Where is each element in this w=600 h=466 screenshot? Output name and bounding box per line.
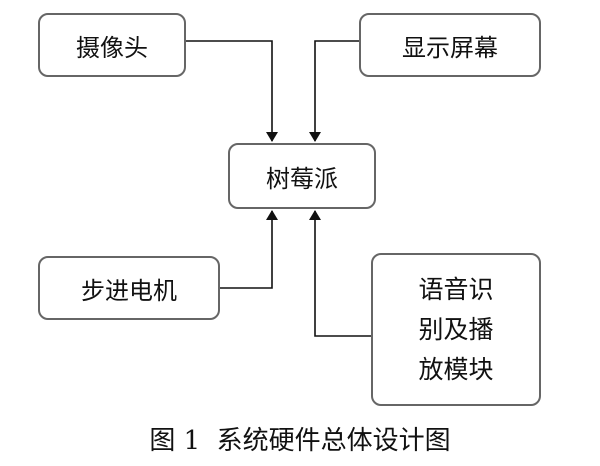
node-display-label: 显示屏幕 <box>402 33 498 62</box>
node-camera-label: 摄像头 <box>76 33 148 62</box>
node-voice-module: 语音识 别及播 放模块 <box>371 253 541 406</box>
node-display: 显示屏幕 <box>359 13 541 77</box>
node-raspberry-pi-label: 树莓派 <box>266 164 338 193</box>
arrow-display-to-pi <box>309 40 359 142</box>
node-voice-module-line-2: 别及播 <box>418 314 494 344</box>
arrow-motor-to-pi <box>220 210 278 289</box>
node-raspberry-pi: 树莓派 <box>228 143 376 209</box>
arrow-camera-to-pi <box>186 40 278 142</box>
node-voice-module-line-1: 语音识 <box>418 274 494 304</box>
node-stepper-motor-label: 步进电机 <box>81 276 177 305</box>
node-voice-module-line-3: 放模块 <box>418 354 494 384</box>
arrow-voice-to-pi <box>309 210 371 337</box>
figure-caption: 图 1 系统硬件总体设计图 <box>149 426 451 456</box>
node-camera: 摄像头 <box>38 13 186 77</box>
node-stepper-motor: 步进电机 <box>38 256 220 320</box>
